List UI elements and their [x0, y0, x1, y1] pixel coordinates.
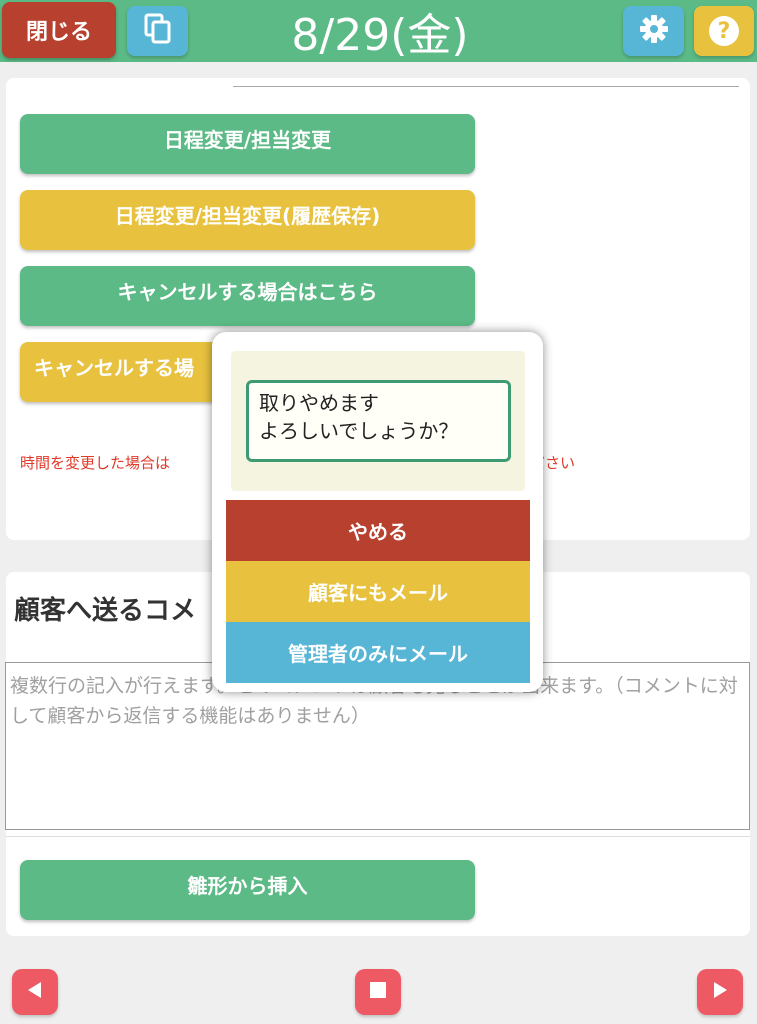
cancel-button[interactable]: キャンセルする場合はこちら — [20, 266, 475, 326]
date-title: 8/29(金) — [291, 10, 469, 61]
message-area: 取りやめます よろしいでしょうか？ — [231, 351, 525, 491]
stop-button[interactable]: やめる — [226, 500, 530, 561]
gear-icon — [639, 14, 669, 48]
comment-title: 顧客へ送るコメ — [14, 596, 197, 626]
message-line-1: 取りやめます — [259, 391, 379, 415]
help-button[interactable]: ? — [694, 6, 754, 56]
mail-admin-button[interactable]: 管理者のみにメール — [226, 622, 530, 683]
help-icon: ? — [709, 16, 739, 46]
reschedule-button[interactable]: 日程変更/担当変更 — [20, 114, 475, 174]
settings-button[interactable] — [623, 6, 684, 56]
divider — [233, 86, 739, 87]
prev-button[interactable] — [12, 969, 58, 1015]
confirm-dialog: 取りやめます よろしいでしょうか？ やめる 顧客にもメール 管理者のみにメール — [212, 332, 543, 692]
next-button[interactable] — [697, 969, 743, 1015]
insert-template-button[interactable]: 雛形から挿入 — [20, 860, 475, 920]
triangle-left-icon — [25, 980, 45, 1004]
mail-customer-button[interactable]: 顧客にもメール — [226, 561, 530, 622]
copy-button[interactable] — [127, 6, 188, 56]
copy-icon — [144, 13, 172, 49]
stop-icon — [369, 981, 387, 1003]
divider — [6, 836, 750, 837]
stop-nav-button[interactable] — [355, 969, 401, 1015]
message-line-2: よろしいでしょうか？ — [259, 419, 459, 443]
triangle-right-icon — [710, 980, 730, 1004]
close-button[interactable]: 閉じる — [2, 2, 116, 58]
message-box: 取りやめます よろしいでしょうか？ — [246, 380, 511, 462]
reschedule-history-button[interactable]: 日程変更/担当変更(履歴保存) — [20, 190, 475, 250]
